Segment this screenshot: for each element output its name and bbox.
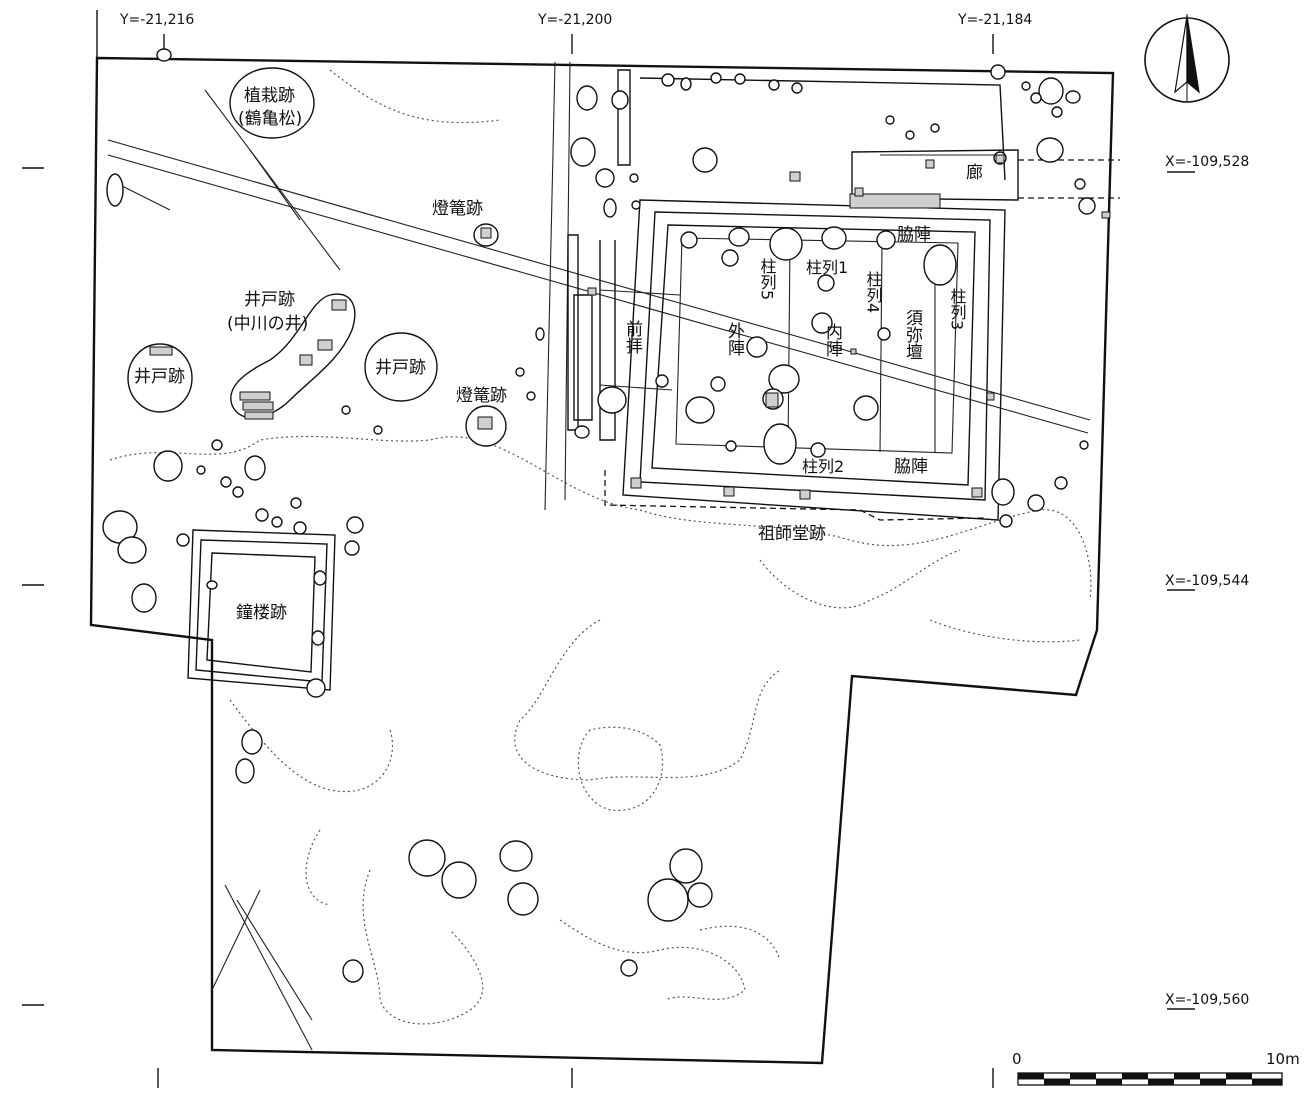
label-pillar-row-2: 柱列2 — [802, 457, 844, 476]
pit-features — [102, 48, 1096, 983]
scale-label-start: 0 — [1012, 1050, 1022, 1068]
label-lantern-north: 燈篭跡 — [432, 199, 483, 219]
label-well-nakagawa: 井戸跡 — [244, 290, 295, 310]
well-nakagawa-structure — [230, 293, 356, 420]
x-coord-label-south: X=-109,560 — [1165, 992, 1249, 1008]
scale-label-end: 10m — [1266, 1050, 1300, 1068]
coordinate-grid: Y=-21,216 Y=-21,200 Y=-21,184 X=-109,528… — [22, 10, 1249, 1088]
label-altar-dais: 須弥壇 — [902, 309, 923, 360]
modern-trench-lines — [107, 89, 1091, 1051]
label-well-nakagawa-name: (中川の井) — [227, 314, 308, 334]
y-coord-label-west: Y=-21,216 — [119, 12, 194, 28]
y-coord-label-center: Y=-21,200 — [537, 12, 612, 28]
excavation-boundary — [89, 56, 1115, 1065]
label-well-center: 井戸跡 — [375, 358, 426, 378]
label-pillar-row-1: 柱列1 — [806, 258, 848, 277]
scale-bar: 0 10m — [1012, 1050, 1300, 1086]
disturbance-contours — [109, 69, 1092, 1025]
label-planting-crane-turtle-pine: (鶴亀松) — [238, 109, 302, 129]
label-well-west: 井戸跡 — [134, 367, 185, 387]
label-inner-sanctum: 内陣 — [822, 323, 842, 357]
label-bell-tower: 鐘楼跡 — [236, 603, 287, 623]
label-planting-site: 植栽跡 — [244, 86, 295, 106]
label-corridor: 廊 — [966, 163, 983, 183]
north-arrow-icon — [1144, 14, 1230, 103]
corridor-structure — [851, 149, 1120, 201]
label-outer-sanctum: 外陣 — [724, 322, 745, 356]
label-founders-hall: 祖師堂跡 — [758, 524, 826, 544]
label-front-hall: 前拝 — [622, 320, 643, 355]
label-pillar-row-3: 柱列3 — [948, 288, 967, 330]
stone-features — [149, 154, 1111, 500]
label-pillar-row-4: 柱列4 — [864, 271, 883, 313]
label-lantern-south: 燈篭跡 — [456, 386, 507, 406]
central-trench — [544, 61, 1006, 511]
label-side-altar-north: 脇陣 — [897, 225, 931, 245]
y-coord-label-east: Y=-21,184 — [957, 12, 1032, 28]
x-coord-label-north: X=-109,528 — [1165, 154, 1249, 170]
label-pillar-row-5: 柱列5 — [758, 258, 777, 300]
feature-labels: 植栽跡 (鶴亀松) 燈篭跡 燈篭跡 井戸跡 (中川の井) 井戸跡 井戸跡 鐘楼跡… — [134, 86, 983, 623]
x-coord-label-middle: X=-109,544 — [1165, 573, 1249, 589]
label-side-altar-south: 脇陣 — [894, 457, 928, 477]
